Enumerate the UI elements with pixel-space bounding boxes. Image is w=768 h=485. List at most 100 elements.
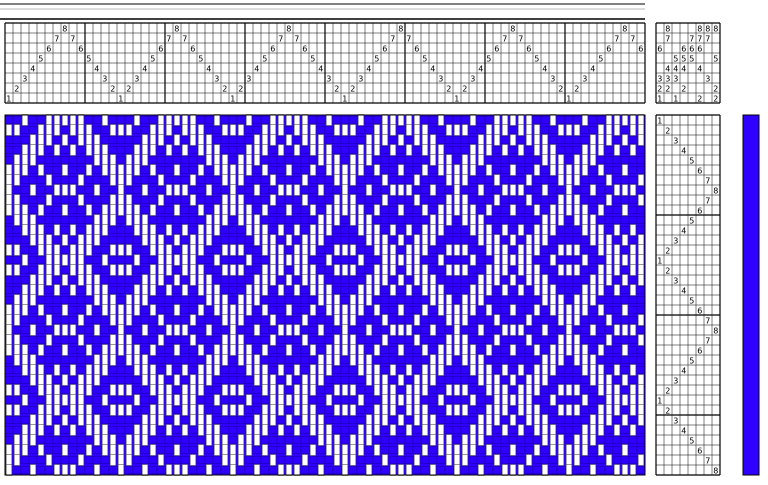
warp-float <box>133 394 141 406</box>
warp-float <box>397 324 405 336</box>
weft-float <box>124 146 134 154</box>
warp-float <box>189 404 197 416</box>
warp-float <box>173 164 181 176</box>
warp-float <box>5 334 13 346</box>
weft-float <box>164 216 174 224</box>
weft-float <box>116 286 126 294</box>
weft-float <box>540 456 550 464</box>
weft-float <box>276 216 286 224</box>
tieup-number: 8 <box>713 25 718 34</box>
weft-float <box>468 186 478 194</box>
weft-float <box>420 116 430 124</box>
weft-float <box>204 396 214 404</box>
warp-float <box>293 224 301 236</box>
weft-float <box>340 256 350 264</box>
warp-float <box>557 444 565 456</box>
threading-number: 4 <box>254 65 259 74</box>
warp-float <box>117 304 125 316</box>
weft-float <box>564 426 574 434</box>
warp-float <box>301 264 309 276</box>
warp-float <box>101 394 109 406</box>
weft-float <box>36 196 46 204</box>
warp-float <box>173 134 181 146</box>
threading-number: 4 <box>590 65 595 74</box>
threading-number: 5 <box>422 55 427 64</box>
warp-float <box>485 164 493 176</box>
weft-float <box>348 116 358 124</box>
weft-float <box>188 366 198 374</box>
weft-float <box>244 246 254 254</box>
warp-float <box>493 314 501 326</box>
weft-float <box>340 356 350 364</box>
weft-float <box>532 186 542 194</box>
weft-float <box>268 296 278 304</box>
warp-float <box>229 324 237 336</box>
weft-float <box>140 396 150 404</box>
weft-float <box>436 416 446 424</box>
weft-float <box>444 276 454 284</box>
weft-float <box>356 186 366 194</box>
weft-float <box>316 176 326 184</box>
weft-float <box>332 256 342 264</box>
warp-float <box>245 214 253 226</box>
warp-float <box>21 164 29 176</box>
warp-float <box>85 374 93 386</box>
warp-float <box>557 164 565 176</box>
warp-float <box>517 224 525 236</box>
warp-float <box>557 354 565 366</box>
warp-float <box>637 274 645 286</box>
warp-float <box>109 454 117 466</box>
warp-float <box>533 144 541 156</box>
warp-float <box>301 274 309 286</box>
weft-float <box>156 446 166 454</box>
weft-float <box>52 206 62 214</box>
warp-float <box>277 424 285 436</box>
threading-number: 3 <box>246 75 251 84</box>
weft-float <box>524 146 534 154</box>
threading-number: 4 <box>542 65 547 74</box>
weft-float <box>228 366 238 374</box>
warp-float <box>109 244 117 256</box>
warp-float <box>493 174 501 186</box>
weft-float <box>412 306 422 314</box>
warp-float <box>197 204 205 216</box>
weft-float <box>364 346 374 354</box>
warp-float <box>533 244 541 256</box>
warp-float <box>365 214 373 226</box>
weft-float <box>4 296 14 304</box>
warp-float <box>293 324 301 336</box>
weft-float <box>284 356 294 364</box>
weft-float <box>364 306 374 314</box>
warp-float <box>37 274 45 286</box>
warp-float <box>445 444 453 456</box>
warp-float <box>509 204 517 216</box>
weft-float <box>468 406 478 414</box>
warp-float <box>565 384 573 396</box>
weft-float <box>540 266 550 274</box>
warp-float <box>549 294 557 306</box>
warp-float <box>69 254 77 266</box>
warp-float <box>341 444 349 456</box>
warp-float <box>541 414 549 426</box>
weft-float <box>316 256 326 264</box>
tieup-number: 2 <box>657 85 662 94</box>
weft-float <box>204 446 214 454</box>
warp-float <box>317 424 325 436</box>
weft-float <box>140 266 150 274</box>
weft-float <box>356 126 366 134</box>
weft-float <box>156 296 166 304</box>
weft-float <box>292 196 302 204</box>
warp-float <box>621 374 629 386</box>
weft-float <box>388 306 398 314</box>
warp-float <box>341 204 349 216</box>
weft-float <box>4 396 14 404</box>
weft-float <box>404 336 414 344</box>
weft-float <box>508 386 518 394</box>
warp-float <box>5 314 13 326</box>
warp-float <box>461 434 469 446</box>
weft-float <box>588 346 598 354</box>
warp-float <box>501 424 509 436</box>
warp-float <box>573 344 581 356</box>
weft-float <box>396 456 406 464</box>
weft-float <box>20 136 30 144</box>
